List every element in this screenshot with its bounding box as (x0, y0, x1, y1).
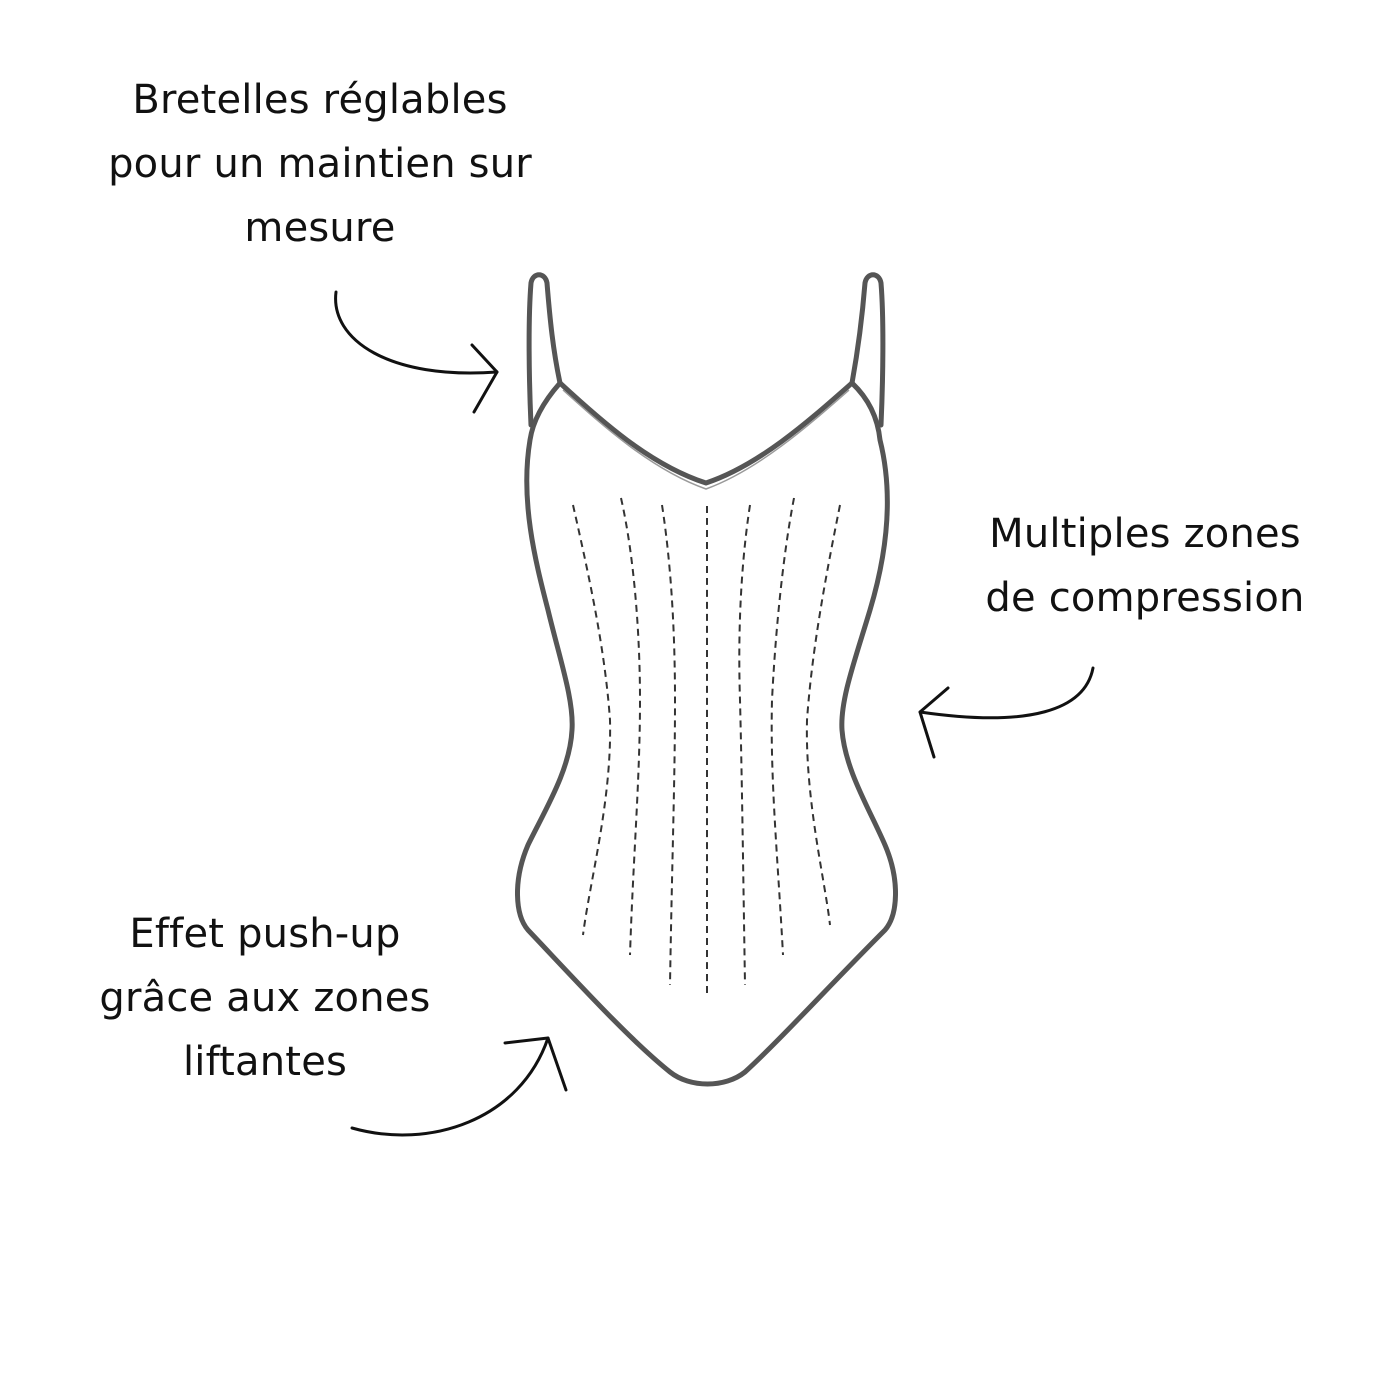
stitch-line (770, 497, 795, 956)
right-strap (849, 272, 886, 428)
stitch-line (572, 504, 612, 936)
annotation-line: Effet push-up (129, 911, 401, 957)
stitch-line (738, 504, 751, 986)
callout-arrows (334, 290, 1095, 1137)
stitch-line (661, 504, 677, 986)
arrow-icon (334, 290, 499, 414)
compression-stitch-lines (572, 497, 841, 995)
annotation-line: liftantes (182, 1039, 348, 1085)
annotation-adjustable-straps: Bretelles réglables pour un maintien sur… (60, 68, 580, 260)
annotation-push-up-effect: Effet push-up grâce aux zones liftantes (55, 902, 475, 1094)
arrow-icon (918, 666, 1095, 759)
annotation-line: grâce aux zones (99, 975, 431, 1021)
stitch-line (805, 504, 841, 926)
annotation-compression-zones: Multiples zones de compression (940, 502, 1350, 630)
annotation-line: Multiples zones (989, 511, 1301, 557)
bodysuit-inner-outline (562, 389, 850, 490)
annotation-line: mesure (244, 205, 396, 251)
bodysuit-body (515, 380, 898, 1087)
bodysuit-outline (515, 272, 898, 1087)
stitch-line (620, 497, 642, 956)
left-strap (526, 272, 563, 428)
annotation-line: pour un maintien sur (108, 141, 532, 187)
annotation-line: de compression (985, 575, 1305, 621)
arrow-icon (350, 1036, 568, 1137)
annotation-line: Bretelles réglables (132, 77, 508, 123)
